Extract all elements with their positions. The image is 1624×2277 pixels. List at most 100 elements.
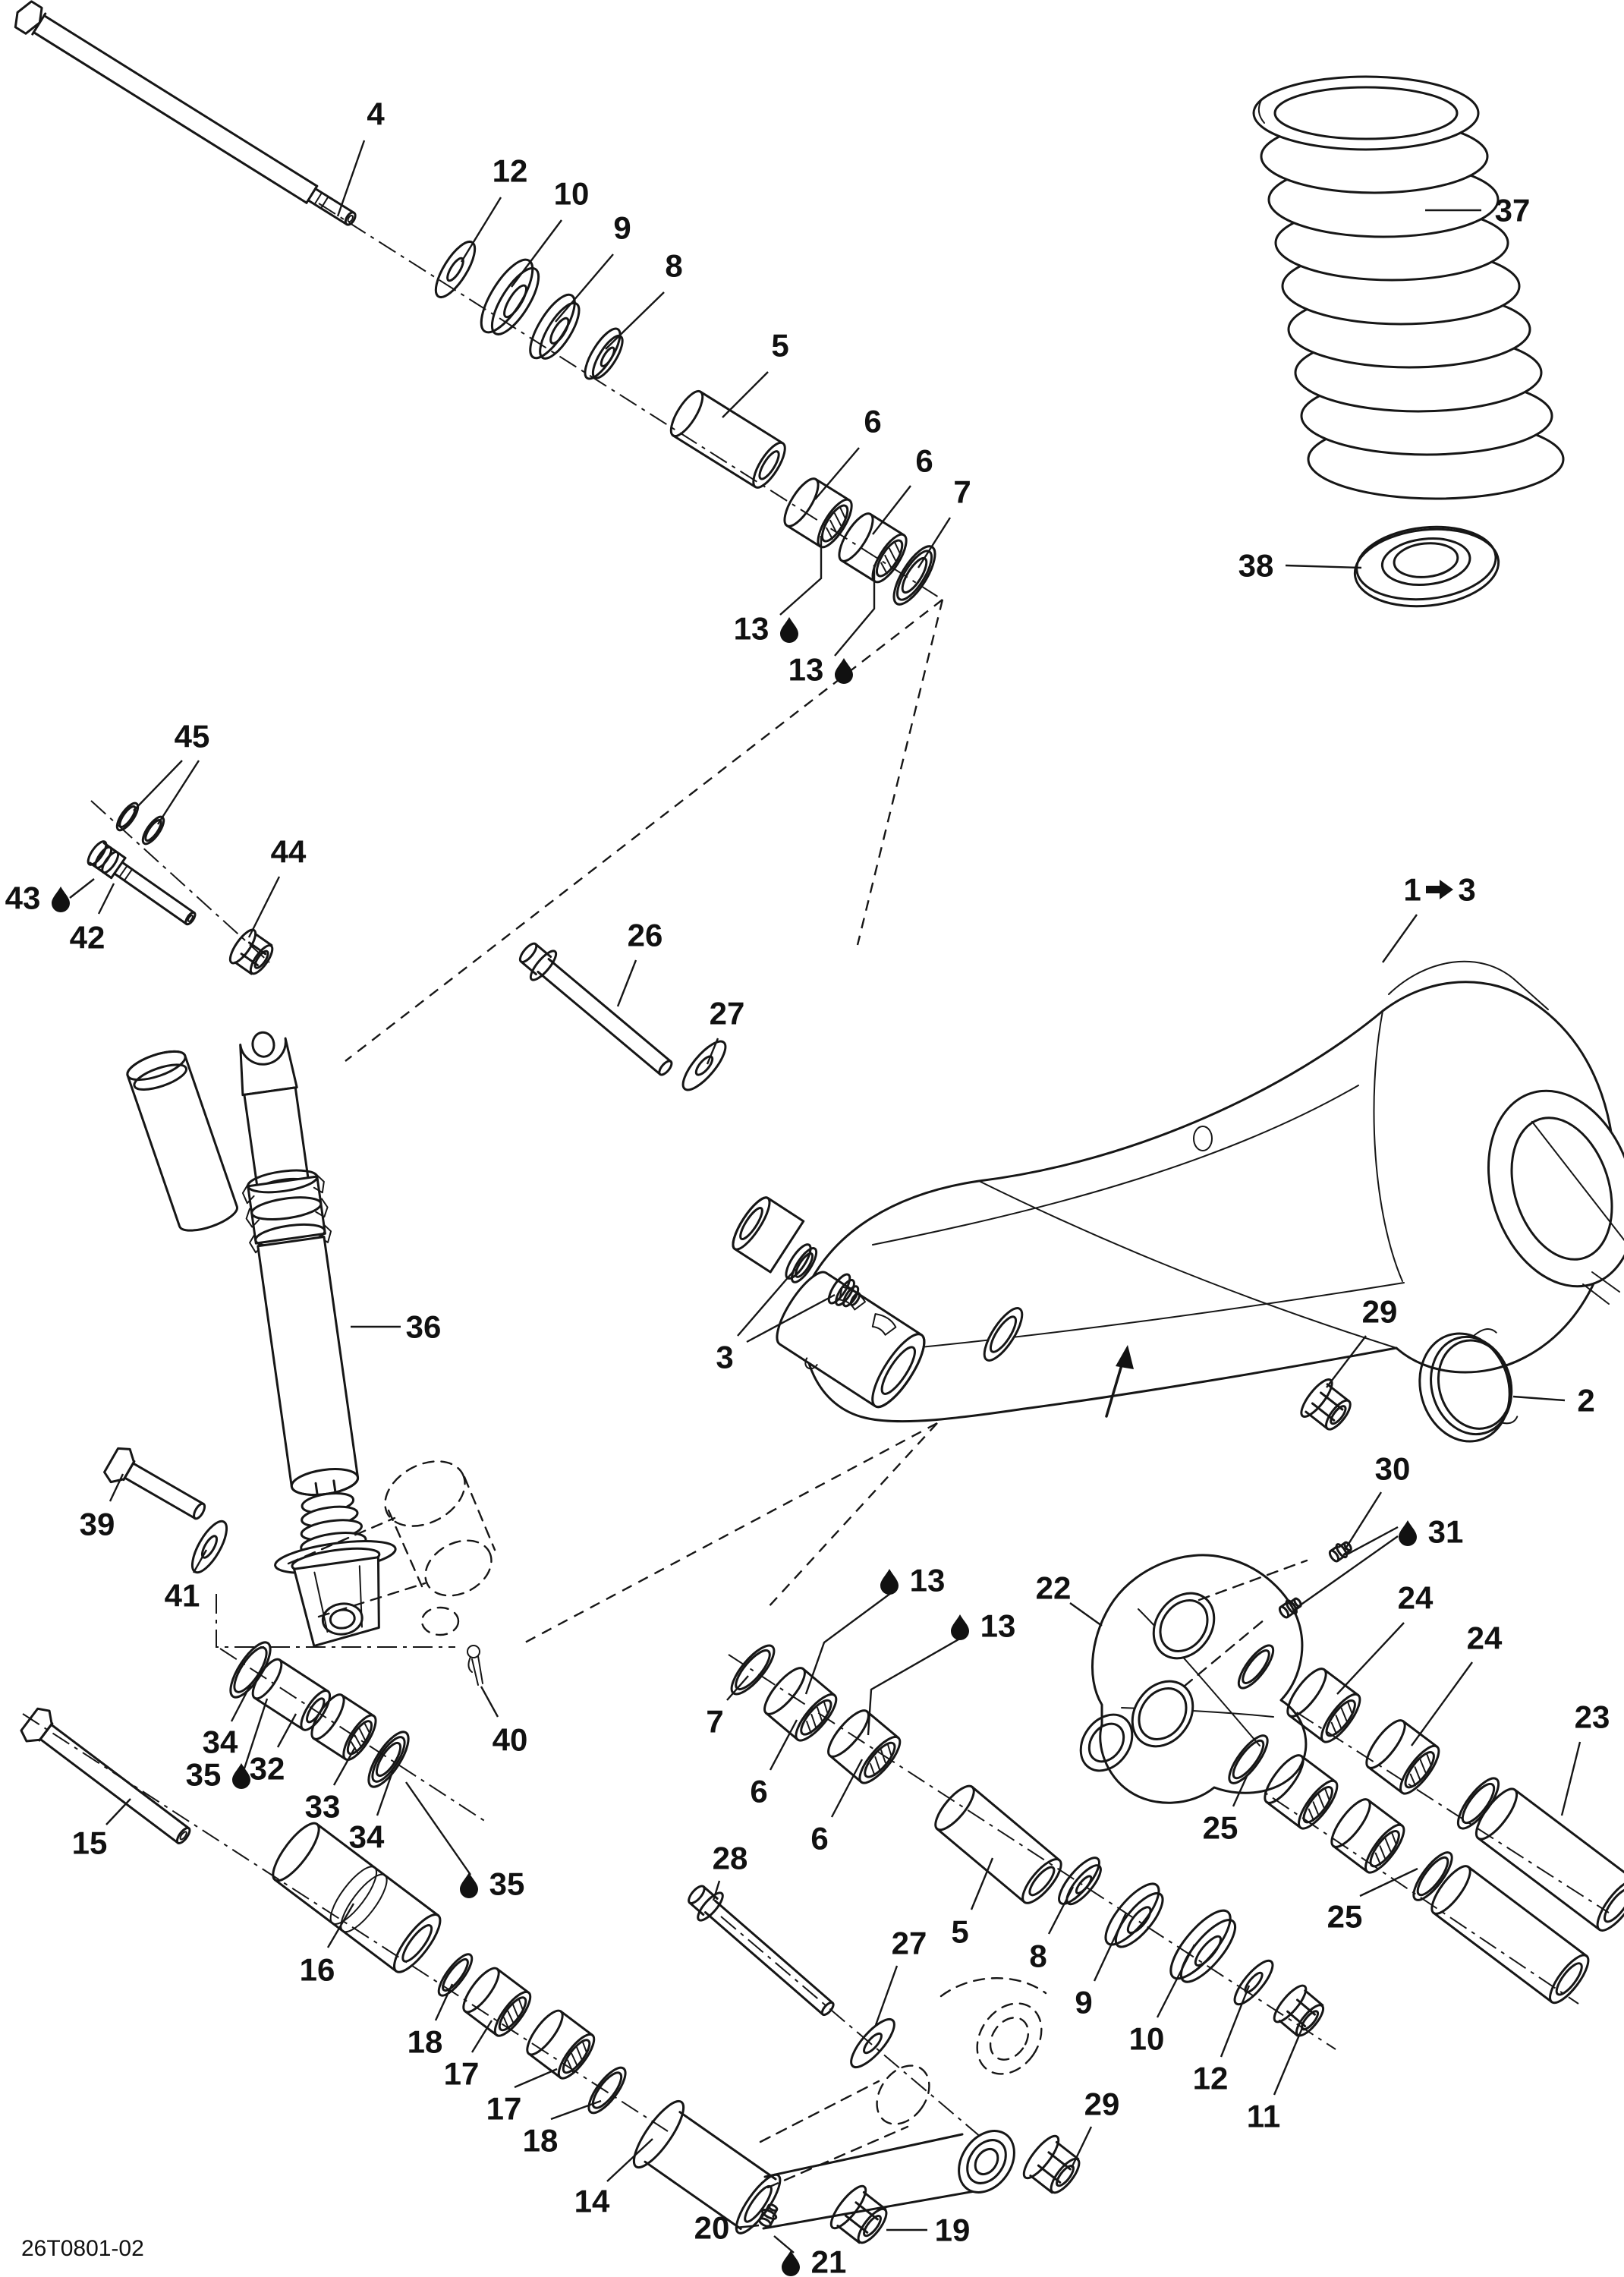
leader-line-2 (1512, 1395, 1566, 1402)
grease-fitting-30-1 (1328, 1541, 1352, 1563)
callout-c9a: 9 (613, 210, 631, 246)
callout-c26: 26 (628, 918, 663, 953)
callout-c6a: 6 (864, 404, 881, 439)
callout-c17a: 17 (444, 2056, 480, 2092)
leader-line-39 (109, 1473, 124, 1502)
leader-line-27 (706, 1038, 719, 1065)
callout-c17b: 17 (486, 2091, 522, 2127)
callout-c6c: 6 (750, 1774, 767, 1809)
needle-bearing-lower-2 (1330, 1798, 1405, 1874)
seal-ring-25-1 (1228, 1734, 1269, 1784)
leader-line-5 (722, 371, 769, 418)
callout-c25a: 25 (1203, 1810, 1238, 1846)
leader-line-8 (605, 291, 665, 350)
swingarm-bolt-26 (518, 942, 673, 1076)
leader-line-10 (1156, 1944, 1196, 2018)
callout-c21: 21 (811, 2244, 847, 2277)
spring-washer-9-upper (529, 293, 581, 360)
leader-line-17 (471, 2020, 493, 2053)
leader-line-17 (514, 2068, 558, 2089)
washer-upper-chain (1237, 1644, 1275, 1690)
leader-line-11 (1273, 2027, 1304, 2096)
spring-seat-38 (1353, 525, 1500, 608)
callout-c30: 30 (1375, 1451, 1411, 1487)
callout-c8b: 8 (1029, 1938, 1046, 1974)
callout-c16: 16 (300, 1952, 335, 1988)
washer-12-upper (434, 241, 477, 298)
spacer-sleeve-32 (251, 1658, 332, 1731)
guide-pin-42 (87, 840, 197, 926)
washer-12-lower (1233, 1959, 1274, 2006)
callout-c5b: 5 (951, 1914, 968, 1950)
swingarm-body (732, 960, 1624, 1423)
flange-nut-29-lower (1022, 2134, 1081, 2194)
callout-c41: 41 (165, 1578, 200, 1614)
leader-line-5 (970, 1857, 994, 1910)
needle-bearing-17-left (462, 1967, 532, 2037)
leader-line-20 (735, 2224, 760, 2229)
leader-line-12 (1220, 1985, 1251, 2058)
callout-c13r-to: 3 (1458, 872, 1475, 908)
callout-c24b: 24 (1467, 1620, 1503, 1656)
leader-line-44 (247, 876, 281, 938)
callout-c11: 11 (1247, 2099, 1280, 2134)
callout-c10a: 10 (554, 176, 590, 212)
callout-c34a: 34 (203, 1724, 238, 1760)
callout-c6d: 6 (810, 1821, 828, 1857)
oil-drop-icon (951, 1614, 969, 1640)
pivot-bolt-4 (14, 0, 357, 226)
callout-c7a: 7 (953, 474, 971, 510)
leader-line-31 (1294, 1535, 1399, 1610)
leader-line-42 (97, 883, 115, 915)
link-arm-14 (632, 1977, 1047, 2234)
leader-line-29 (1070, 2126, 1093, 2168)
leader-line-40 (480, 1686, 499, 1718)
callout-c28: 28 (713, 1841, 748, 1876)
leader-line-43 (69, 878, 95, 899)
callout-c24a: 24 (1398, 1580, 1434, 1616)
washer-18-left (437, 1953, 474, 1997)
callout-c23: 23 (1575, 1699, 1610, 1735)
cotter-pin-40 (467, 1645, 483, 1686)
leader-line-25 (1359, 1867, 1418, 1898)
o-ring-45-2 (141, 815, 165, 846)
leader-line-24 (1336, 1622, 1405, 1695)
leader-line-3 (746, 1293, 836, 1343)
washer-27-lower (850, 2017, 895, 2069)
leader-line-32 (276, 1713, 297, 1748)
clevis-bolt-39 (103, 1447, 206, 1520)
leader-line-45 (133, 760, 183, 811)
callout-c5a: 5 (771, 328, 788, 364)
leader-line-26 (616, 959, 637, 1007)
callout-c32: 32 (250, 1751, 285, 1787)
relay-link-22 (1079, 1554, 1308, 1804)
shock-spring-37 (1252, 75, 1565, 500)
callout-c33: 33 (305, 1789, 341, 1825)
callout-c13a: 13 (734, 611, 770, 647)
callout-c29b: 29 (1084, 2086, 1120, 2122)
washer-27-upper (681, 1040, 727, 1091)
needle-bearing-6-upper-1 (783, 477, 853, 549)
grease-fitting-20 (758, 2203, 779, 2228)
leader-line-3 (737, 1268, 796, 1337)
leader-line-24 (1411, 1661, 1473, 1746)
callout-c19: 19 (935, 2212, 971, 2248)
callout-c34b: 34 (349, 1819, 385, 1855)
callout-c10b: 10 (1129, 2021, 1165, 2057)
needle-bearing-6-lower-1 (763, 1667, 838, 1742)
leader-line-7 (917, 517, 952, 568)
leader-line-9 (1093, 1912, 1128, 1982)
cup-washer-10-upper (480, 258, 540, 335)
leader-line-21 (773, 2235, 795, 2253)
leader-line-4 (336, 140, 366, 217)
callout-c15: 15 (72, 1825, 108, 1861)
oil-drop-icon (835, 658, 853, 684)
callout-c7b: 7 (706, 1704, 723, 1740)
callout-c29a: 29 (1362, 1294, 1398, 1330)
leader-line-1→3 (1382, 914, 1418, 963)
needle-bearing-6-lower-2 (827, 1709, 902, 1784)
seal-ring-7-upper (892, 545, 936, 606)
spacer-sleeve-5-upper (669, 389, 786, 489)
callout-c39: 39 (80, 1507, 115, 1542)
